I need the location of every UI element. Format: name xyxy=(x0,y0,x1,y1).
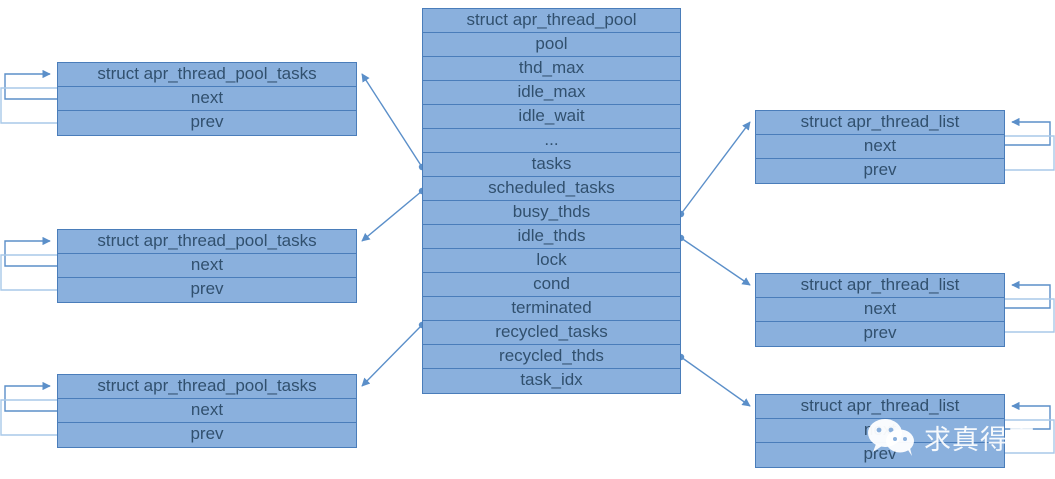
left-struct-2-field-next: next xyxy=(58,254,356,278)
left-struct-box-3: struct apr_thread_pool_tasks next prev xyxy=(57,374,357,448)
connector-busy-thds-to-right-box-1 xyxy=(677,121,751,218)
selfloop-left-box-3 xyxy=(0,381,57,436)
center-field-lock: lock xyxy=(423,249,680,273)
connector-recycled-thds-to-right-box-3 xyxy=(677,353,751,407)
connector-recycled-tasks-to-left-box-3 xyxy=(361,321,426,387)
right-struct-box-1: struct apr_thread_list next prev xyxy=(755,110,1005,184)
center-field-ellipsis: ... xyxy=(423,129,680,153)
selfloop-right-box-3 xyxy=(1005,401,1055,454)
center-field-recycled-thds: recycled_thds xyxy=(423,345,680,369)
connector-tasks-to-left-box-1 xyxy=(361,73,426,171)
center-field-pool: pool xyxy=(423,33,680,57)
left-struct-box-1: struct apr_thread_pool_tasks next prev xyxy=(57,62,357,136)
center-field-cond: cond xyxy=(423,273,680,297)
left-struct-1-field-next: next xyxy=(58,87,356,111)
center-field-idle-wait: idle_wait xyxy=(423,105,680,129)
right-struct-2-title: struct apr_thread_list xyxy=(756,274,1004,298)
center-field-terminated: terminated xyxy=(423,297,680,321)
right-struct-3-field-next: next xyxy=(756,419,1004,443)
left-struct-2-field-prev: prev xyxy=(58,278,356,302)
center-struct-box: struct apr_thread_pool pool thd_max idle… xyxy=(422,8,681,394)
selfloop-left-box-2 xyxy=(0,236,57,291)
center-field-task-idx: task_idx xyxy=(423,369,680,393)
right-struct-3-field-prev: prev xyxy=(756,443,1004,467)
center-field-idle-thds: idle_thds xyxy=(423,225,680,249)
center-field-busy-thds: busy_thds xyxy=(423,201,680,225)
center-struct-title: struct apr_thread_pool xyxy=(423,9,680,33)
right-struct-2-field-next: next xyxy=(756,298,1004,322)
right-struct-2-field-prev: prev xyxy=(756,322,1004,346)
left-struct-box-2: struct apr_thread_pool_tasks next prev xyxy=(57,229,357,303)
right-struct-1-title: struct apr_thread_list xyxy=(756,111,1004,135)
center-field-idle-max: idle_max xyxy=(423,81,680,105)
right-struct-box-3: struct apr_thread_list next prev xyxy=(755,394,1005,468)
right-struct-1-field-next: next xyxy=(756,135,1004,159)
left-struct-3-title: struct apr_thread_pool_tasks xyxy=(58,375,356,399)
selfloop-right-box-1 xyxy=(1005,117,1055,171)
connector-idle-thds-to-right-box-2 xyxy=(677,234,751,286)
right-struct-3-title: struct apr_thread_list xyxy=(756,395,1004,419)
right-struct-box-2: struct apr_thread_list next prev xyxy=(755,273,1005,347)
left-struct-1-field-prev: prev xyxy=(58,111,356,135)
left-struct-3-field-next: next xyxy=(58,399,356,423)
center-field-recycled-tasks: recycled_tasks xyxy=(423,321,680,345)
center-field-thd-max: thd_max xyxy=(423,57,680,81)
left-struct-2-title: struct apr_thread_pool_tasks xyxy=(58,230,356,254)
center-field-scheduled-tasks: scheduled_tasks xyxy=(423,177,680,201)
selfloop-left-box-1 xyxy=(0,69,57,124)
center-field-tasks: tasks xyxy=(423,153,680,177)
left-struct-3-field-prev: prev xyxy=(58,423,356,447)
connector-scheduled-tasks-to-left-box-2 xyxy=(361,187,426,242)
right-struct-1-field-prev: prev xyxy=(756,159,1004,183)
left-struct-1-title: struct apr_thread_pool_tasks xyxy=(58,63,356,87)
selfloop-right-box-2 xyxy=(1005,280,1055,333)
